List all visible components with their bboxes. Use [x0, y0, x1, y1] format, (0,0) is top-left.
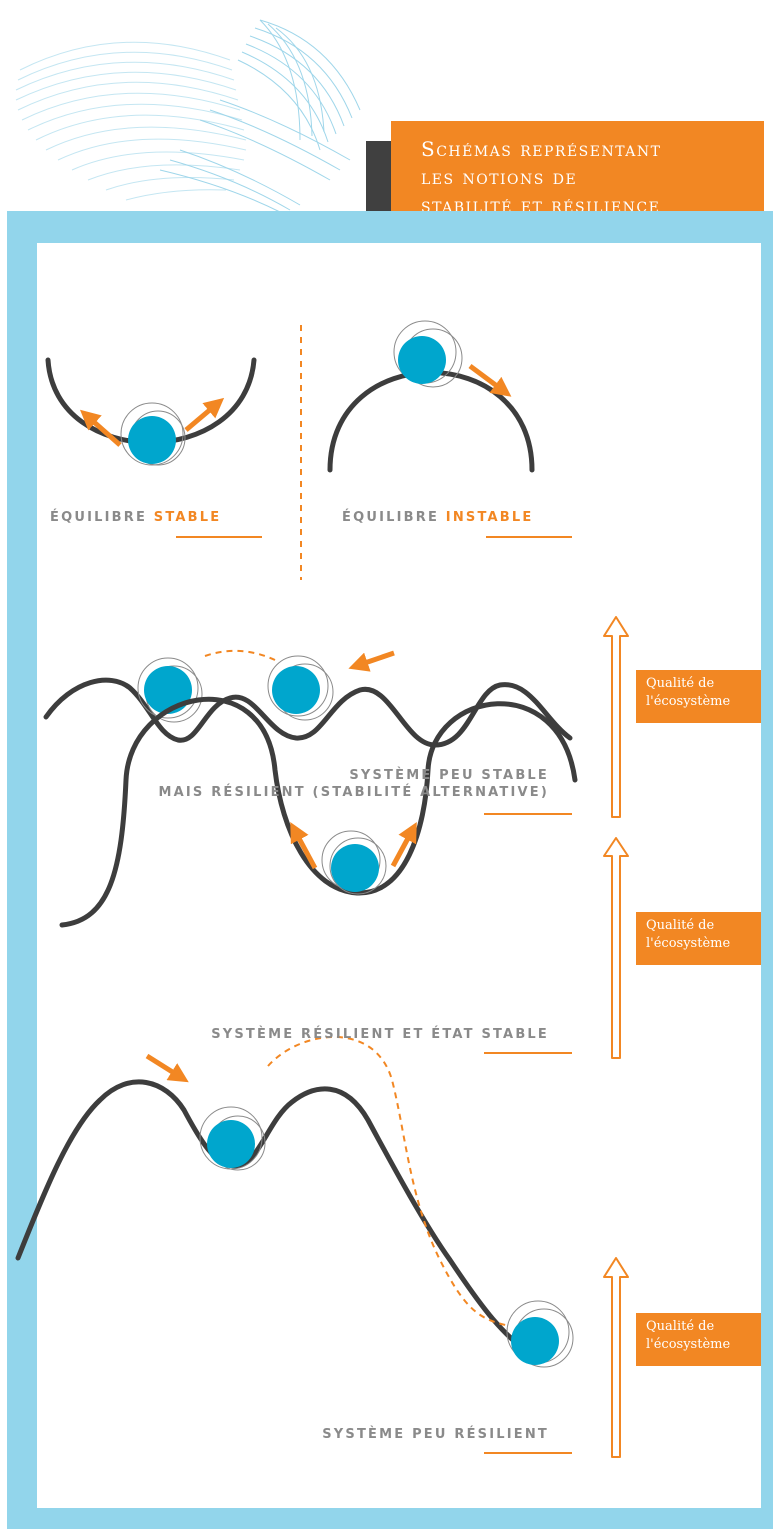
unstable-ball: [398, 336, 446, 384]
caption-unstable-prefix: Équilibre: [342, 510, 440, 525]
low-res-dashed-fall: [267, 1036, 511, 1327]
title-line-1: Schémas représentant: [421, 137, 662, 161]
caption-resilient-text: Système résilient et état stable: [211, 1027, 549, 1042]
caption-low-resilience: Système peu résilient: [322, 1427, 549, 1442]
alternative-wave-curve: [43, 677, 573, 748]
alt-ghost-ball-a1: [137, 657, 199, 719]
caption-unstable: Équilibre instable: [342, 510, 533, 525]
quality-arrow-3: [603, 1257, 629, 1458]
caption-resilient: Système résilient et état stable: [211, 1027, 549, 1042]
caption-alternative-line2: mais résilient (stabilité alternative): [158, 785, 549, 800]
alt-arrow: [348, 650, 395, 672]
quality-label-2: Qualité de l'écosystème: [636, 912, 761, 965]
quality-label-1-line1: Qualité de: [646, 676, 715, 691]
resilient-arrow-right: [390, 821, 417, 868]
leaf-pattern-left: [15, 41, 247, 201]
low-res-ball-bottom: [511, 1317, 559, 1365]
caption-alternative: Système peu stable mais résilient (stabi…: [158, 767, 549, 801]
low-res-arrow: [145, 1053, 189, 1083]
stable-arrow-right: [184, 397, 225, 432]
quality-label-3: Qualité de l'écosystème: [636, 1313, 761, 1366]
quality-arrow-2: [603, 837, 629, 1059]
alt-ball-a: [144, 666, 192, 714]
caption-unstable-highlight: instable: [445, 510, 534, 525]
caption-stable-highlight: stable: [153, 510, 222, 525]
caption-stable-prefix: Équilibre: [50, 510, 148, 525]
quality-label-1: Qualité de l'écosystème: [636, 670, 761, 723]
leaf-pattern-right: [159, 19, 361, 213]
resilient-arrow-left: [290, 821, 318, 870]
title-line-2: les notions de: [421, 165, 578, 189]
quality-label-2-line2: l'écosystème: [646, 936, 731, 951]
resilient-ball: [331, 844, 379, 892]
quality-label-3-line2: l'écosystème: [646, 1337, 731, 1352]
caption-low-resilience-text: Système peu résilient: [322, 1427, 549, 1442]
quality-label-2-line1: Qualité de: [646, 918, 715, 933]
unstable-arrow: [468, 363, 512, 397]
low-res-ball-top: [207, 1120, 255, 1168]
header-decoration: [15, 19, 361, 213]
alt-dashed-jump: [204, 649, 276, 661]
quality-label-3-line1: Qualité de: [646, 1319, 715, 1334]
quality-label-1-line2: l'écosystème: [646, 694, 731, 709]
resilient-curve: [59, 696, 578, 928]
quality-arrow-1: [603, 616, 629, 818]
stable-ball: [128, 416, 176, 464]
alt-ball-b: [272, 666, 320, 714]
caption-alternative-line1: Système peu stable: [349, 768, 549, 783]
resilient-ghost-ball-2: [329, 837, 387, 895]
low-resilience-curve: [15, 1079, 543, 1363]
stable-arrow-left: [80, 409, 122, 447]
caption-stable: Équilibre stable: [50, 510, 221, 525]
alt-ghost-ball-b1: [267, 655, 329, 717]
stable-ghost-ball-1: [120, 402, 184, 466]
